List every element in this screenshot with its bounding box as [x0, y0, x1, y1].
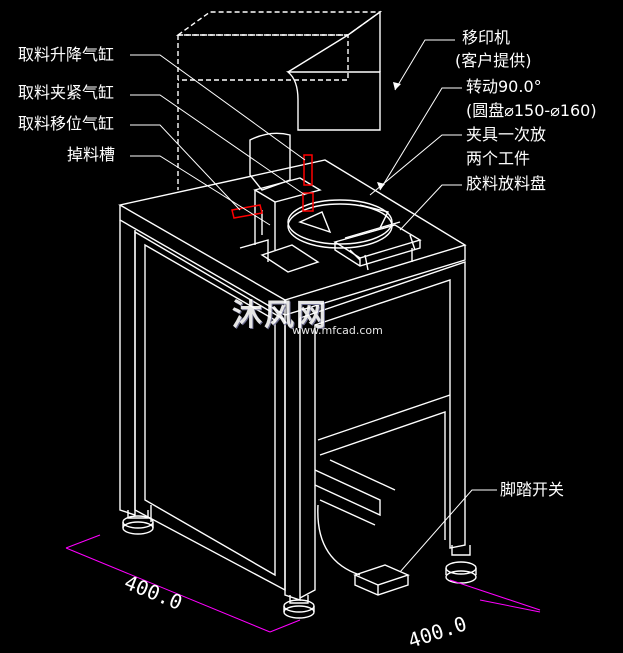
watermark-url: www.mfcad.com [292, 324, 383, 337]
label-printer-note: (客户提供) [455, 51, 532, 70]
rotary-disc [287, 199, 393, 245]
drop-chute [260, 244, 320, 273]
label-printer: 移印机 [462, 28, 511, 47]
right-side-panel [299, 261, 466, 599]
red-cylinders [231, 154, 314, 219]
lower-crossbar [314, 469, 381, 517]
label-clamp-cylinder: 取料夹紧气缸 [18, 83, 115, 102]
foot-front-right [283, 595, 315, 619]
dimension-lines [65, 534, 541, 633]
foot-right-back [445, 545, 477, 584]
label-lift-cylinder: 取料升降气缸 [18, 45, 115, 64]
leader-lines [130, 39, 497, 573]
shift-cylinder [231, 204, 263, 219]
frame-front-right-leg [284, 315, 301, 601]
print-arm [249, 132, 291, 191]
clamp-cylinder [302, 192, 314, 212]
foot-left [122, 510, 154, 535]
label-glue-tray: 胶料放料盘 [466, 174, 547, 193]
printer-housing [175, 11, 383, 190]
label-disc-size: (圆盘⌀150-⌀160) [466, 101, 597, 120]
label-rotation: 转动90.0° [466, 77, 542, 96]
label-drop-chute: 掉料槽 [67, 145, 116, 164]
watermark: 沐风网 www.mfcad.com [232, 290, 383, 337]
machine-drawing [65, 10, 541, 633]
frame-left-leg [119, 220, 136, 516]
foot-switch [353, 564, 410, 596]
label-shift-cylinder: 取料移位气缸 [18, 114, 115, 133]
front-panel [134, 230, 286, 592]
label-foot-switch: 脚踏开关 [500, 480, 565, 499]
cylinder-frame [253, 177, 322, 203]
label-fixture-1: 夹具一次放 [466, 125, 547, 144]
lift-cylinder [303, 154, 313, 186]
printer-front-face [286, 71, 381, 131]
foot-switch-cable [317, 504, 361, 576]
label-fixture-2: 两个工件 [466, 149, 531, 168]
leader-arrows [377, 82, 401, 190]
watermark-main: 沐风网 [232, 298, 328, 333]
